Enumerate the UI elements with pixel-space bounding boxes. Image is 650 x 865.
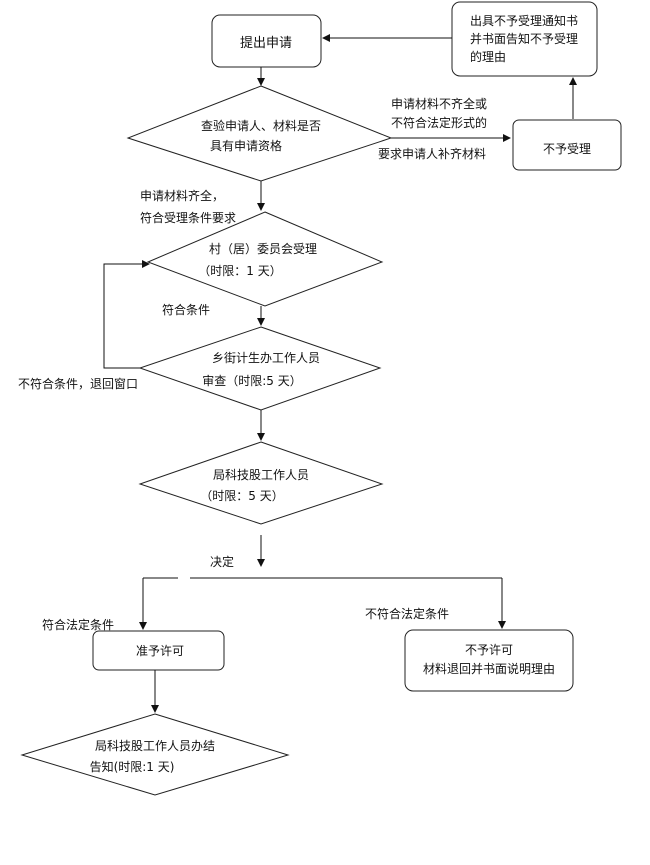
completion-text-1: 局科技股工作人员办结 (95, 738, 215, 753)
approve-node: 准予许可 (92, 630, 225, 671)
check-qualification-node: 查验申请人、材料是否 具有申请资格 (126, 85, 393, 182)
label-incomplete-2: 不符合法定形式的 (391, 115, 487, 130)
refusal-notice-text-3: 的理由 (470, 49, 506, 64)
not-accepted-text: 不予受理 (543, 142, 591, 156)
label-eligible: 符合条件 (162, 302, 210, 317)
deny-text-2: 材料退回并书面说明理由 (423, 661, 555, 676)
refusal-notice-text-1: 出具不予受理通知书 (470, 14, 578, 28)
check-qualification-text-2: 具有申请资格 (210, 138, 282, 153)
label-legal-ok: 符合法定条件 (42, 617, 114, 632)
bureau-review-text-2: （时限：5 天） (200, 489, 283, 503)
label-incomplete-1: 申请材料不齐全或 (391, 96, 487, 111)
town-review-text-2: 审查（时限:5 天） (202, 373, 302, 388)
refusal-notice-text-2: 并书面告知不予受理 (470, 32, 578, 46)
label-incomplete-3: 要求申请人补齐材料 (378, 146, 486, 161)
check-qualification-text-1: 查验申请人、材料是否 (201, 118, 321, 133)
submit-application-text: 提出申请 (240, 35, 292, 51)
label-complete-1: 申请材料齐全， (140, 188, 224, 203)
bureau-review-text-1: 局科技股工作人员 (213, 468, 309, 482)
approve-text: 准予许可 (136, 644, 184, 658)
deny-node: 不予许可 材料退回并书面说明理由 (404, 629, 574, 692)
deny-text-1: 不予许可 (465, 643, 513, 657)
label-ineligible-return: 不符合条件，退回窗口 (18, 376, 138, 391)
connector-town-return-to-village (103, 260, 150, 369)
completion-node: 局科技股工作人员办结 告知(时限:1 天) (20, 713, 290, 796)
completion-text-2: 告知(时限:1 天) (90, 760, 175, 774)
bureau-review-node: 局科技股工作人员 （时限：5 天） (138, 441, 384, 525)
village-acceptance-node: 村（居）委员会受理 （时限：1 天） (146, 211, 384, 307)
refusal-notice-node: 出具不予受理通知书 并书面告知不予受理 的理由 (451, 1, 598, 77)
label-legal-not: 不符合法定条件 (365, 606, 449, 621)
label-complete-2: 符合受理条件要求 (140, 210, 236, 225)
village-acceptance-text-1: 村（居）委员会受理 (209, 242, 317, 256)
label-decide: 决定 (210, 554, 234, 569)
village-acceptance-text-2: （时限：1 天） (198, 264, 281, 278)
town-review-node: 乡街计生办工作人员 审查（时限:5 天） (138, 326, 382, 411)
submit-application-node: 提出申请 (211, 14, 322, 68)
not-accepted-node: 不予受理 (512, 119, 622, 171)
town-review-text-1: 乡街计生办工作人员 (212, 350, 320, 365)
